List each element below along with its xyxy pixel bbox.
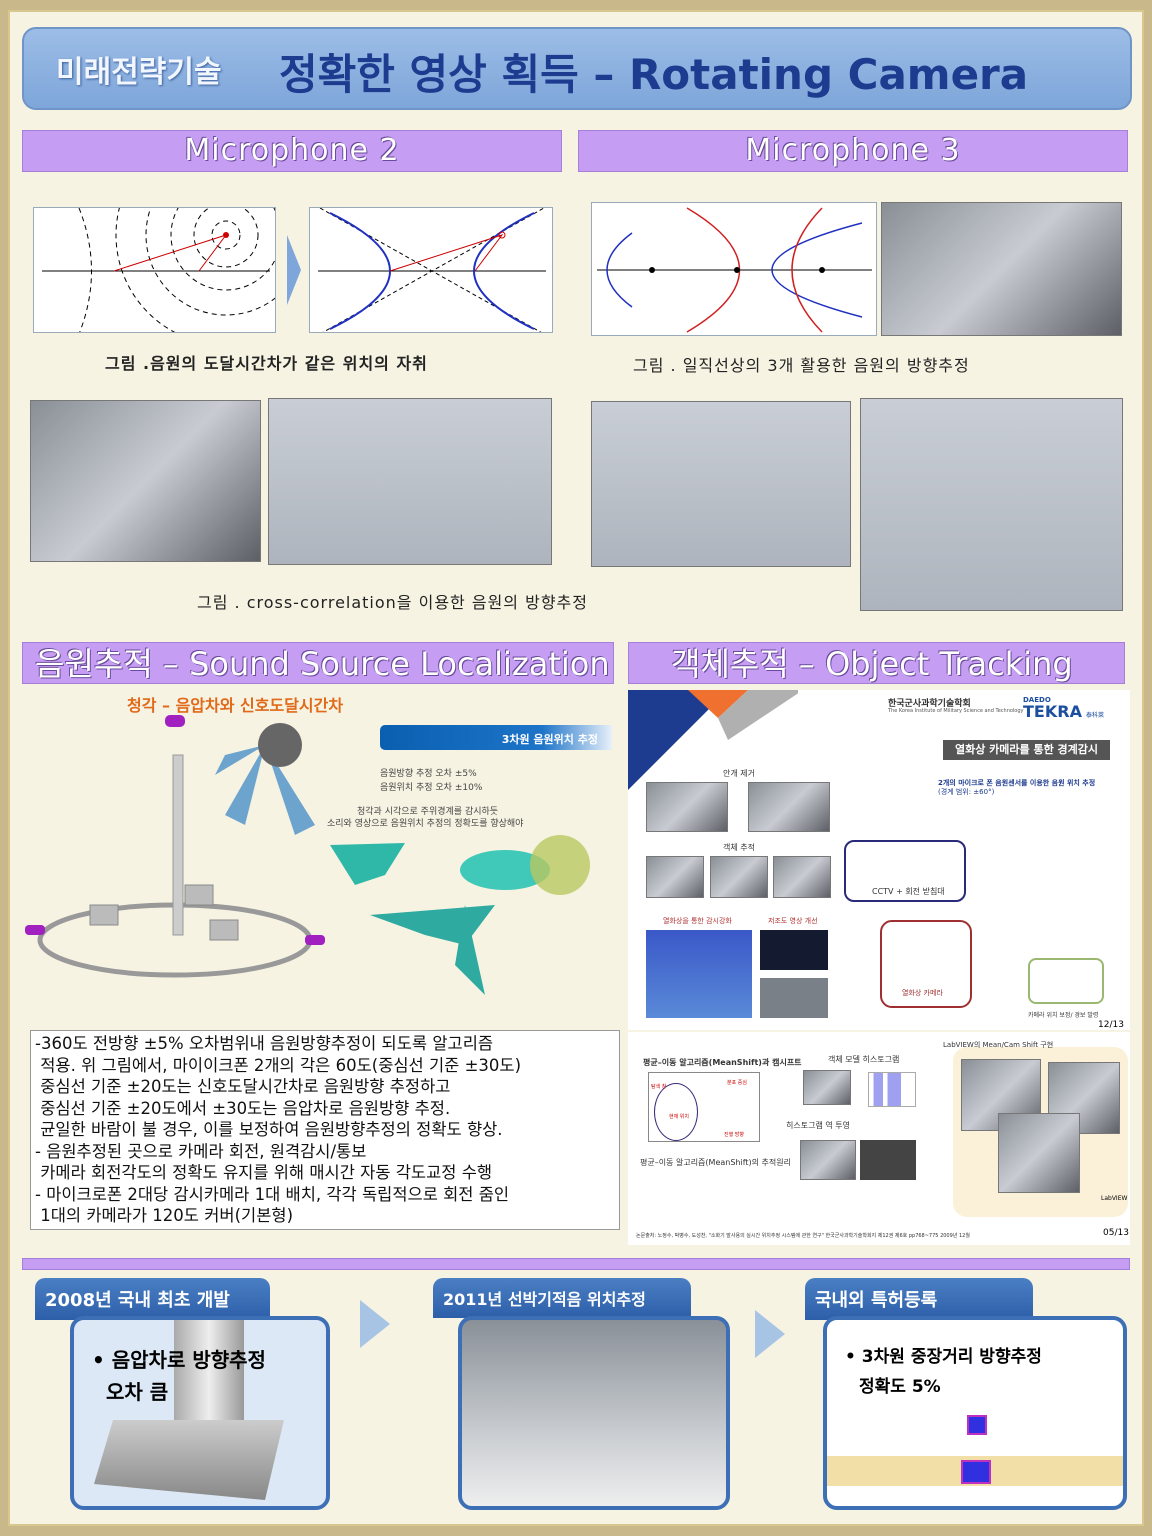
panel-body-2008: • 음압차로 방향추정 오차 큼	[70, 1316, 330, 1510]
fog-before-photo	[646, 782, 728, 832]
thermal-camera-label: 열화상 카메라	[902, 989, 943, 997]
track-label: 객체 추적	[723, 843, 755, 852]
center-label: 분포 중심	[727, 1080, 747, 1086]
arrow-icon	[360, 1300, 390, 1348]
desc-2: (경계 범위: ±60°)	[938, 788, 995, 796]
cctv-box: CCTV + 회전 받침대	[844, 840, 966, 902]
error-text-2: 음원위치 추정 오차 ±10%	[380, 783, 483, 793]
page-number-1: 12/13	[1098, 1020, 1124, 1030]
note-text-1: 청각과 시각으로 주위경계를 감시하듯	[357, 807, 499, 817]
arrow-icon	[755, 1310, 785, 1358]
bullet-patent-line2: 정확도 5%	[859, 1377, 941, 1397]
ssl-header: 음원추적 – Sound Source Localization	[22, 642, 614, 684]
thermal-camera-box: 열화상 카메라	[880, 920, 972, 1008]
software-screenshot-2	[591, 401, 851, 567]
tekra-sub: 泰科萊	[1086, 712, 1105, 719]
beam-pattern-illustrations	[330, 835, 590, 995]
bullet-patent: • 3차원 중장거리 방향추정	[845, 1347, 1042, 1367]
panel-body-patent: • 3차원 중장거리 방향추정 정확도 5%	[823, 1316, 1127, 1510]
ssl-subtitle: 청각 – 음압차와 신호도달시간차	[127, 696, 344, 715]
3d-position-bar: 3차원 음원위치 추정	[380, 725, 612, 750]
citation: 논문출처: 노정수, 박병수, 도성찬, "소화기 발사용의 실시간 위치추정 …	[636, 1233, 970, 1239]
mic-array-photo	[881, 202, 1122, 336]
lowlight-after	[760, 978, 828, 1018]
banner-title: 정확한 영상 획득 – Rotating Camera	[279, 50, 1029, 99]
mic2-header: Microphone 2	[22, 130, 562, 172]
meanshift-title: 평균–이동 알고리즘(MeanShift)과 캠시프트	[643, 1058, 802, 1067]
hyperbola-circles-diagram	[33, 207, 276, 333]
lowlight-label: 저조도 영상 개선	[768, 917, 818, 925]
thermal-label: 열화상을 통한 감시강화	[663, 917, 732, 925]
software-screenshot-1	[268, 398, 552, 565]
search-window-label: 탐색 창	[651, 1084, 667, 1090]
history-panel-patent: 국내외 특허등록 • 3차원 중장거리 방향추정 정확도 5%	[805, 1278, 1127, 1510]
note-text-2: 소리와 영상으로 음원위치 추정의 정확도를 향상해야	[327, 819, 524, 829]
ot-header: 객체추적 – Object Tracking	[628, 642, 1125, 684]
lowlight-before	[760, 930, 828, 970]
tracking-slide-1: 한국군사과학기술학회 The Korea Institute of Milita…	[628, 690, 1130, 1030]
panel-title-2008: 2008년 국내 최초 개발	[35, 1278, 270, 1320]
current-label: 현재 위치	[669, 1114, 689, 1120]
banner-subtitle: 미래전략기술	[56, 55, 222, 90]
history-panel-2008: 2008년 국내 최초 개발 • 음압차로 방향추정 오차 큼	[35, 1278, 330, 1510]
labview-logo: LabVIEW	[1101, 1195, 1128, 1202]
meanshift-principle: 평균–이동 알고리즘(MeanShift)의 추적원리	[640, 1158, 791, 1167]
backprojection-photo	[860, 1140, 916, 1180]
fog-label: 안개 제거	[723, 769, 755, 778]
error-text-1: 음원방향 추정 오차 ±5%	[380, 769, 477, 779]
cross-correlation-caption: 그림 . cross-correlation을 이용한 음원의 방향추정	[197, 593, 588, 612]
bullet-2008-line2: 오차 큼	[106, 1380, 169, 1404]
cctv-label: CCTV + 회전 받침대	[872, 887, 945, 896]
thermal-surveillance-box: 열화상 카메라를 통한 경계감시	[943, 740, 1110, 760]
fog-after-photo	[748, 782, 830, 832]
thermal-image	[646, 930, 752, 1018]
track-photo-3	[773, 856, 831, 898]
backprojection-label: 히스토그램 역 투영	[786, 1121, 850, 1130]
page-number-2: 05/13	[1103, 1228, 1129, 1238]
mic-setup-photo	[30, 400, 261, 562]
panel-title-patent: 국내외 특허등록	[805, 1278, 1033, 1320]
hyperbola-diagram	[309, 207, 553, 333]
histogram-chart	[868, 1072, 916, 1107]
section-divider	[22, 1258, 1130, 1270]
panel-title-2011: 2011년 선박기적음 위치추정	[433, 1278, 691, 1318]
3d-mic-array-illustration	[25, 715, 325, 978]
bullet-2008-text: 음압차로 방향추정	[111, 1348, 266, 1372]
direction-label: 진행 방향	[724, 1132, 744, 1138]
ssl-description: -360도 전방향 ±5% 오차범위내 음원방향추정이 되도록 알고리즘 적용.…	[30, 1030, 620, 1230]
three-mic-diagram	[591, 202, 877, 336]
track-photo-2	[710, 856, 768, 898]
labview-panel: LabVIEW	[953, 1047, 1128, 1217]
desc-1: 2개의 마이크로 폰 음원센서를 이용한 음원 위치 추정	[938, 779, 1096, 787]
daedo-label: DAEDO	[1023, 696, 1051, 704]
histogram-label: 객체 모델 히스토그램	[828, 1055, 900, 1064]
track-photo-1	[646, 856, 704, 898]
labview-title: LabVIEW의 Mean/Cam Shift 구현	[943, 1041, 1054, 1049]
mic3-header: Microphone 3	[578, 130, 1128, 172]
software-screenshot-3	[860, 398, 1123, 611]
kimst-english: The Korea Institute of Military Science …	[888, 708, 1024, 714]
road-photo	[803, 1070, 851, 1105]
mic3-caption: 그림 . 일직선상의 3개 활용한 음원의 방향추정	[633, 356, 970, 375]
history-panel-2011: 2011년 선박기적음 위치추정	[433, 1278, 733, 1510]
tracking-slide-2: 평균–이동 알고리즘(MeanShift)과 캠시프트 탐색 창 분포 중심 현…	[628, 1032, 1130, 1245]
kimst-logo: 한국군사과학기술학회	[888, 699, 971, 709]
bullet-patent-text: 3차원 중장거리 방향추정	[861, 1347, 1042, 1367]
meanshift-diagram: 탐색 창 분포 중심 현재 위치 진행 방향	[648, 1072, 760, 1142]
alert-label: 카메라 위치 보정/ 경보 발령	[1028, 1012, 1099, 1019]
mic2-caption: 그림 .음원의 도달시간차가 같은 위치의 자취	[105, 354, 428, 373]
road-photo-2	[800, 1140, 856, 1180]
tekra-logo: TEKRA	[1023, 702, 1082, 721]
ship-mic-photo	[458, 1316, 730, 1510]
title-banner: 미래전략기술 정확한 영상 획득 – Rotating Camera	[22, 27, 1132, 110]
slide-decoration	[628, 690, 798, 790]
bullet-2008: • 음압차로 방향추정	[92, 1348, 266, 1372]
alert-box	[1028, 958, 1104, 1004]
